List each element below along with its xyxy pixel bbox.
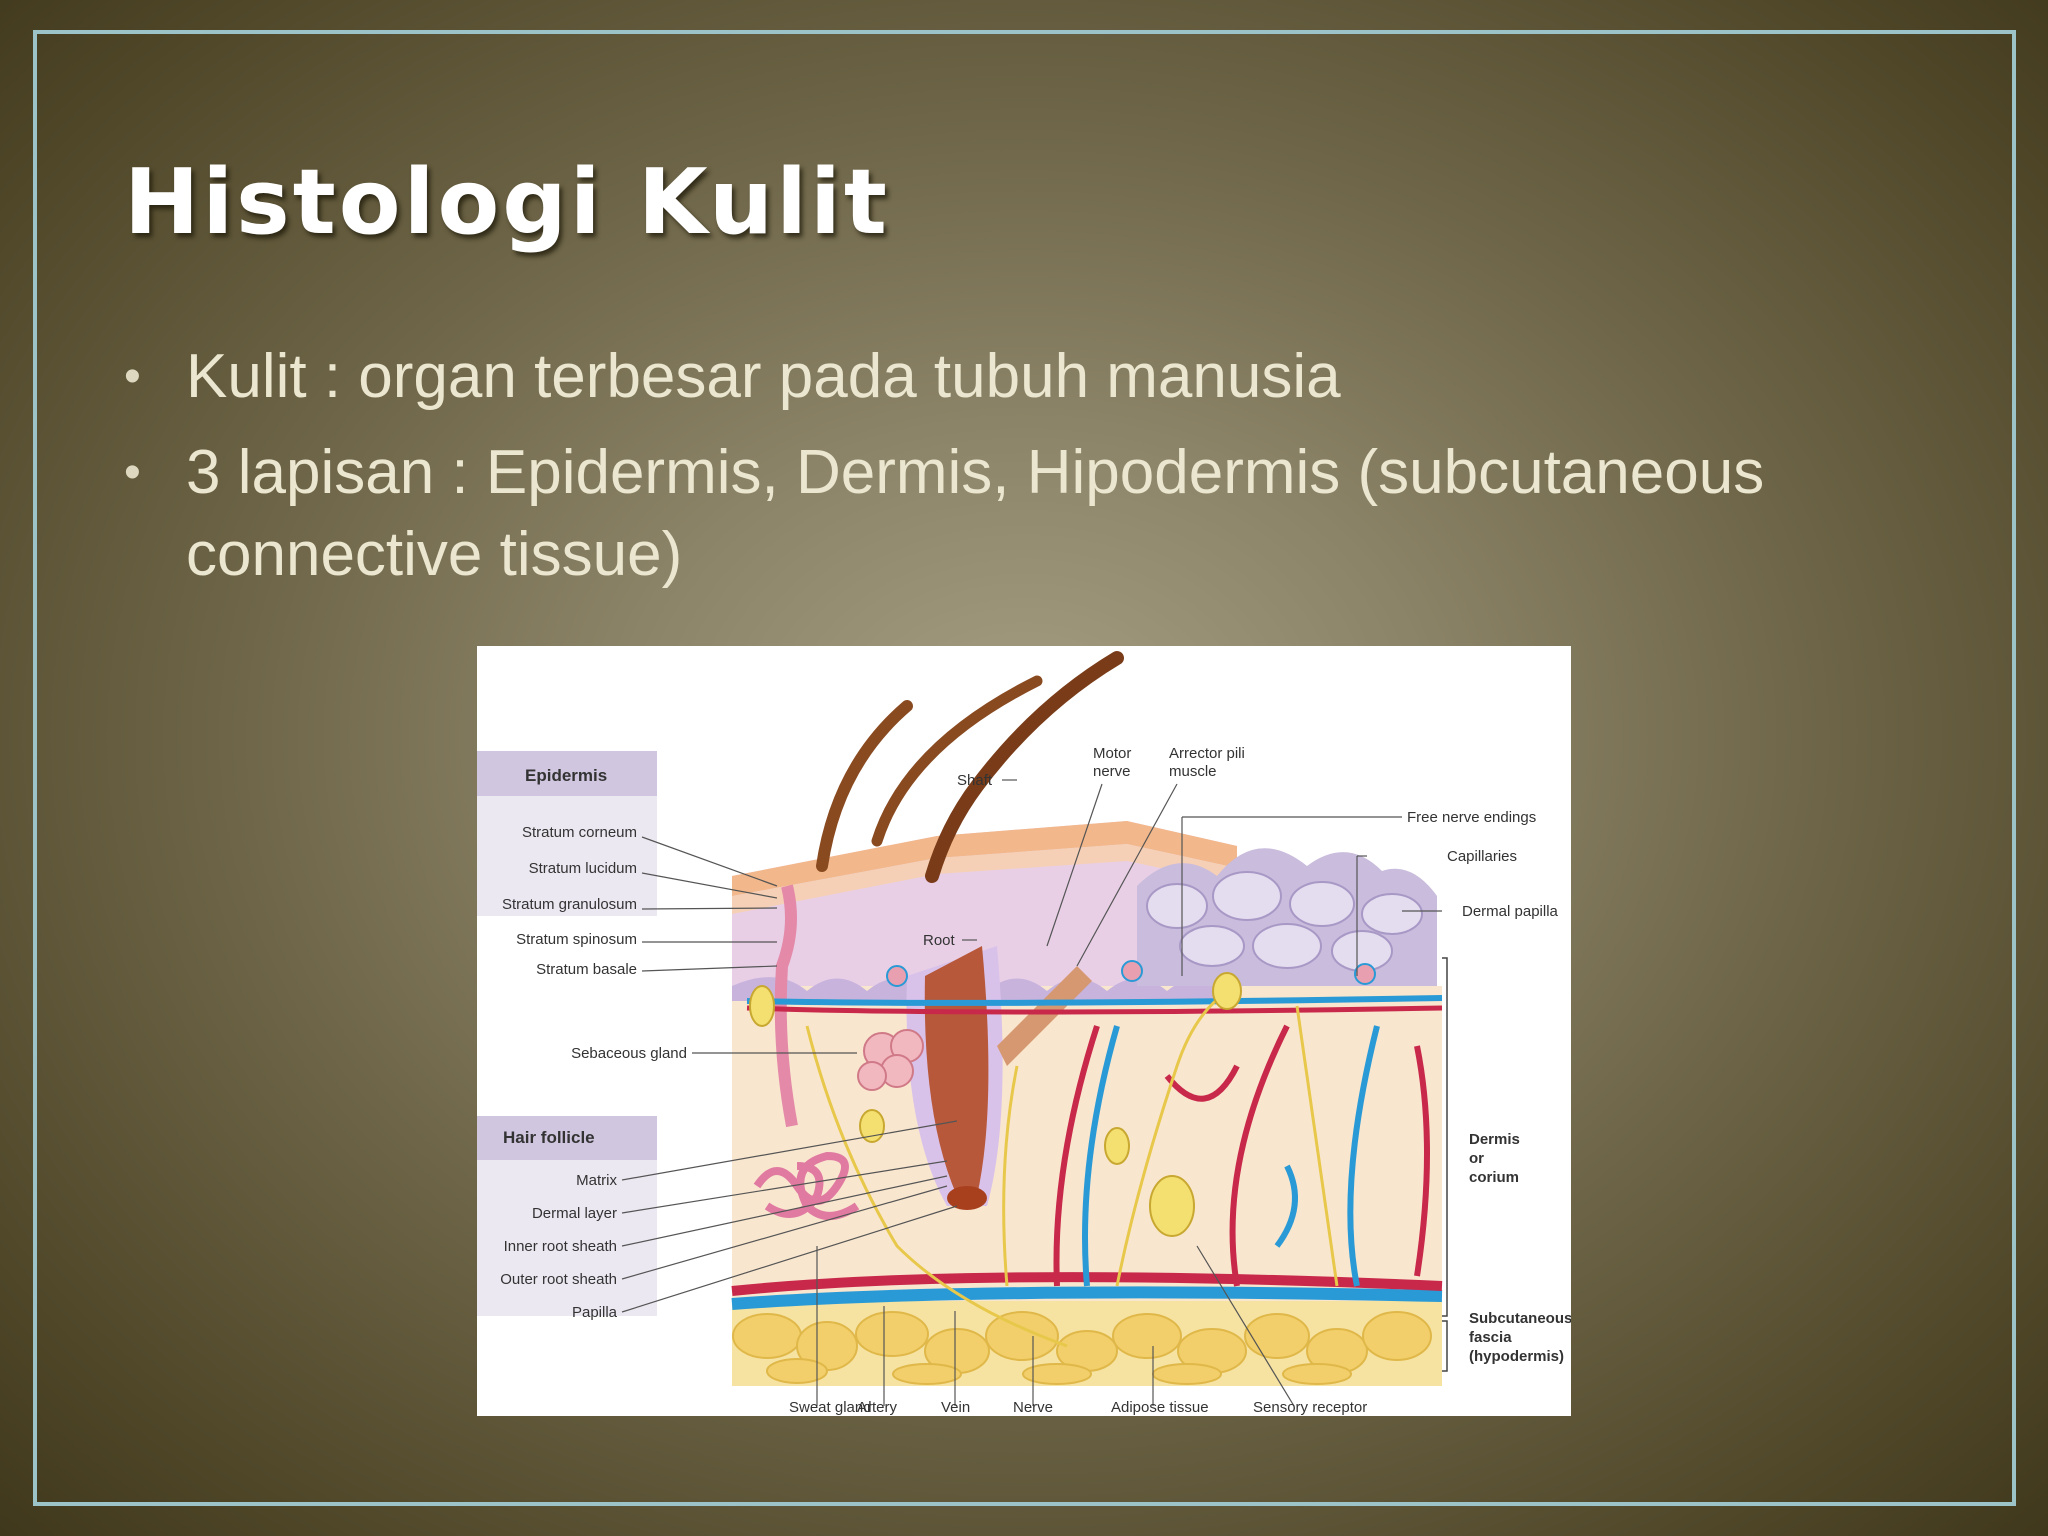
stratum-basale-label: Stratum basale — [536, 961, 637, 978]
bullet-item: • Kulit : organ terbesar pada tubuh manus… — [124, 336, 1964, 418]
motor-nerve-label-line2: nerve — [1093, 763, 1131, 780]
bullet-text: 3 lapisan : Epidermis, Dermis, Hipodermi… — [186, 438, 1765, 589]
arrector-pili-label-line2: muscle — [1169, 763, 1217, 780]
bullet-item: • 3 lapisan : Epidermis, Dermis, Hipoderm… — [124, 432, 1964, 596]
skin-diagram: Epidermis Stratum corneum Stratum lucidu… — [477, 646, 1571, 1416]
inner-root-sheath-label: Inner root sheath — [504, 1238, 617, 1255]
matrix-label: Matrix — [576, 1172, 617, 1189]
bullet-icon: • — [124, 446, 141, 499]
free-nerve-endings-label: Free nerve endings — [1407, 809, 1536, 826]
outer-root-sheath-label: Outer root sheath — [500, 1271, 617, 1288]
shaft-label: Shaft — [957, 772, 993, 789]
hair-follicle-header: Hair follicle — [503, 1128, 595, 1147]
bullet-text: Kulit : organ terbesar pada tubuh manusi… — [186, 342, 1341, 411]
stratum-lucidum-label: Stratum lucidum — [529, 860, 637, 877]
capillaries-label: Capillaries — [1447, 848, 1517, 865]
adipose-tissue-label: Adipose tissue — [1111, 1399, 1209, 1416]
artery-label: Artery — [857, 1399, 898, 1416]
arrector-pili-label-line1: Arrector pili — [1169, 745, 1245, 762]
dermis-label-line1: Dermis — [1469, 1131, 1520, 1148]
hair-follicle-header-bg — [477, 1116, 657, 1160]
subcutaneous-label-line1: Subcutaneous — [1469, 1310, 1571, 1327]
bullet-list: • Kulit : organ terbesar pada tubuh manus… — [124, 336, 1964, 610]
dermal-layer-label: Dermal layer — [532, 1205, 617, 1222]
bullet-icon: • — [124, 350, 141, 403]
subcutaneous-label-line3: (hypodermis) — [1469, 1348, 1564, 1365]
sebaceous-gland-label: Sebaceous gland — [571, 1045, 687, 1062]
dermis-label-line3: corium — [1469, 1169, 1519, 1186]
root-label: Root — [923, 932, 956, 949]
epidermis-header: Epidermis — [525, 766, 607, 785]
vein-label: Vein — [941, 1399, 970, 1416]
dermal-papilla-label: Dermal papilla — [1462, 903, 1559, 920]
motor-nerve-label-line1: Motor — [1093, 745, 1131, 762]
skin-block-illustration — [731, 651, 1448, 1386]
stratum-corneum-label: Stratum corneum — [522, 824, 637, 841]
slide-frame — [33, 30, 2016, 1506]
slide-title: Histologi Kulit — [124, 150, 890, 255]
sweat-gland-label: Sweat gland — [789, 1399, 872, 1416]
nerve-label: Nerve — [1013, 1399, 1053, 1416]
subcutaneous-label-line2: fascia — [1469, 1329, 1512, 1346]
papilla-label: Papilla — [572, 1304, 618, 1321]
stratum-spinosum-label: Stratum spinosum — [516, 931, 637, 948]
epidermis-header-bg — [477, 751, 657, 796]
stratum-granulosum-label: Stratum granulosum — [502, 896, 637, 913]
leader-lines — [621, 779, 1442, 1407]
dermis-label-line2: or — [1469, 1150, 1484, 1167]
sensory-receptor-label: Sensory receptor — [1253, 1399, 1367, 1416]
